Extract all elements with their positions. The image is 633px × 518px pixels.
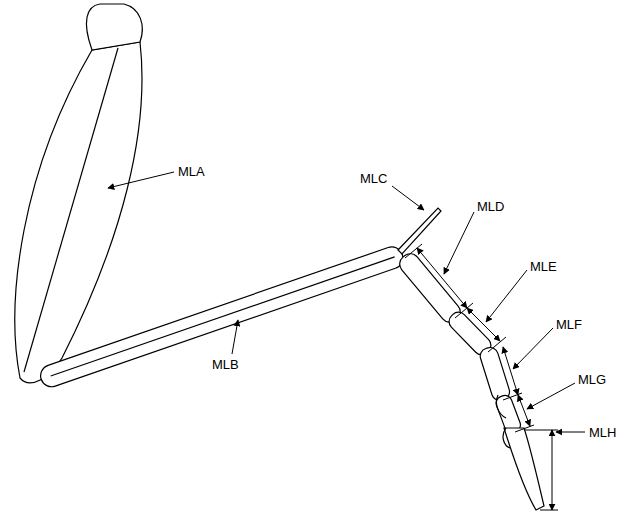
part-label: MLE [530,260,557,273]
leader-line [556,432,585,433]
part-label: MLB [212,358,239,371]
leader-line [108,172,174,188]
part-label: MLD [477,200,504,213]
leader-line [444,212,474,274]
dimension-line [518,395,530,426]
part-label: MLF [556,318,582,331]
leader-line [486,270,527,322]
femur-midline [24,48,118,372]
femur-segment [15,42,142,383]
dimension-line [503,347,518,395]
leader-line [232,320,238,354]
dimension-line [552,430,553,510]
dimension-line [467,308,500,341]
claw-hook [496,395,510,448]
leader-line [527,383,575,409]
part-label: MLH [589,426,616,439]
tarsal-segment [478,345,511,402]
tibial-spur [398,208,441,254]
tarsal-claw [504,428,544,510]
tibia-segment [38,244,406,390]
dimension-line [417,248,467,308]
part-label: MLA [178,165,205,178]
extension-ticks [405,244,558,510]
part-label: MLG [578,373,606,386]
leader-line [392,186,424,210]
leader-line [513,328,553,369]
part-label: MLC [360,172,387,185]
femur-cap [86,4,142,50]
